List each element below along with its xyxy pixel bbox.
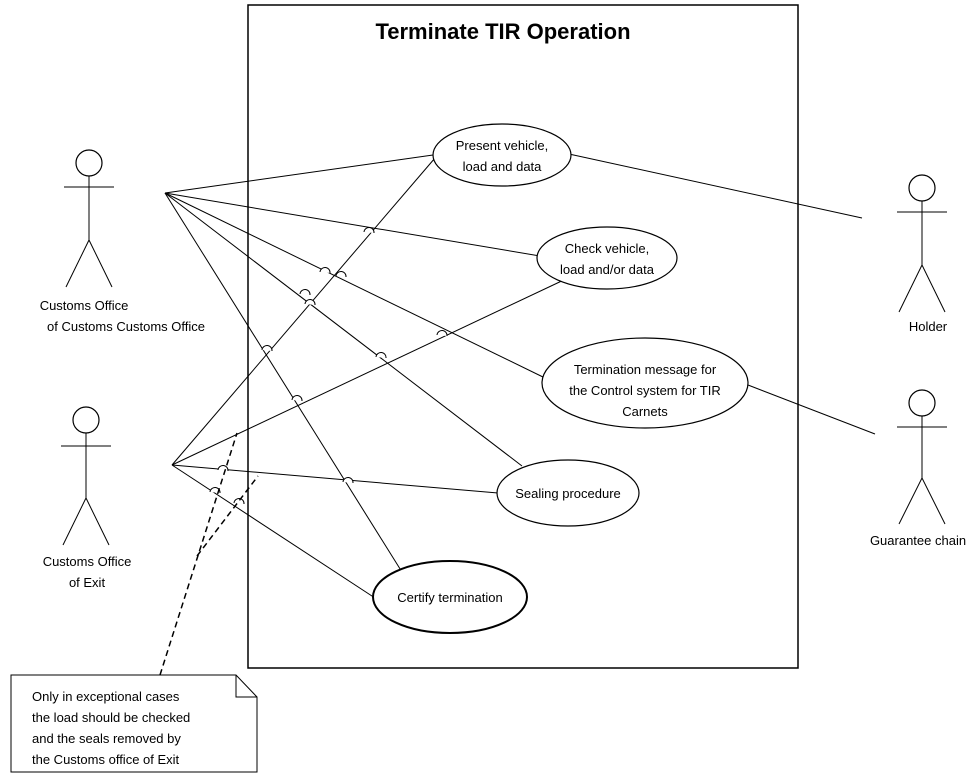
svg-text:Present vehicle,: Present vehicle, bbox=[456, 138, 549, 153]
svg-text:load and/or data: load and/or data bbox=[560, 262, 655, 277]
svg-text:of Customs Customs Office: of Customs Customs Office bbox=[47, 319, 205, 334]
system-boundary bbox=[247, 4, 799, 669]
svg-text:Certify termination: Certify termination bbox=[397, 590, 502, 605]
actor-customs-office: Customs Office of Customs Customs Office bbox=[40, 149, 205, 334]
svg-text:Holder: Holder bbox=[909, 319, 948, 334]
svg-text:the load should be checked: the load should be checked bbox=[32, 710, 190, 725]
note-connectors bbox=[159, 432, 259, 676]
associations-customs-office bbox=[164, 154, 546, 573]
note: Only in exceptional cases the load shoul… bbox=[10, 674, 258, 773]
use-case-present: Present vehicle, load and data bbox=[432, 123, 572, 187]
actor-guarantee-chain: Guarantee chain bbox=[870, 389, 966, 548]
svg-text:the Control system for TIR: the Control system for TIR bbox=[569, 383, 720, 398]
svg-text:Sealing procedure: Sealing procedure bbox=[515, 486, 621, 501]
svg-text:and the seals removed by: and the seals removed by bbox=[32, 731, 181, 746]
line-hops bbox=[209, 226, 448, 505]
svg-text:Customs Office: Customs Office bbox=[43, 554, 132, 569]
actor-figure-icon bbox=[897, 389, 947, 525]
actor-figure-icon bbox=[61, 406, 111, 546]
svg-text:Termination message for: Termination message for bbox=[574, 362, 717, 377]
use-case-check: Check vehicle, load and/or data bbox=[536, 226, 678, 290]
svg-text:the Customs office of Exit: the Customs office of Exit bbox=[32, 752, 180, 767]
use-case-sealing: Sealing procedure bbox=[496, 459, 640, 527]
associations-customs-exit bbox=[171, 157, 569, 599]
svg-text:Guarantee chain: Guarantee chain bbox=[870, 533, 966, 548]
svg-text:Only in exceptional cases: Only in exceptional cases bbox=[32, 689, 180, 704]
use-case-termination-message: Termination message for the Control syst… bbox=[541, 337, 749, 429]
system-title: Terminate TIR Operation bbox=[375, 19, 630, 44]
actor-figure-icon bbox=[64, 149, 114, 288]
use-case-certify: Certify termination bbox=[372, 560, 528, 634]
actor-customs-office-exit: Customs Office of Exit bbox=[43, 406, 132, 590]
association-holder bbox=[568, 153, 863, 219]
actor-figure-icon bbox=[897, 174, 947, 313]
actor-holder: Holder bbox=[897, 174, 948, 334]
svg-text:Customs Office: Customs Office bbox=[40, 298, 129, 313]
svg-text:of Exit: of Exit bbox=[69, 575, 106, 590]
svg-text:Carnets: Carnets bbox=[622, 404, 668, 419]
svg-text:Check vehicle,: Check vehicle, bbox=[565, 241, 650, 256]
svg-text:load and data: load and data bbox=[463, 159, 543, 174]
association-guarantee-chain bbox=[747, 384, 876, 435]
